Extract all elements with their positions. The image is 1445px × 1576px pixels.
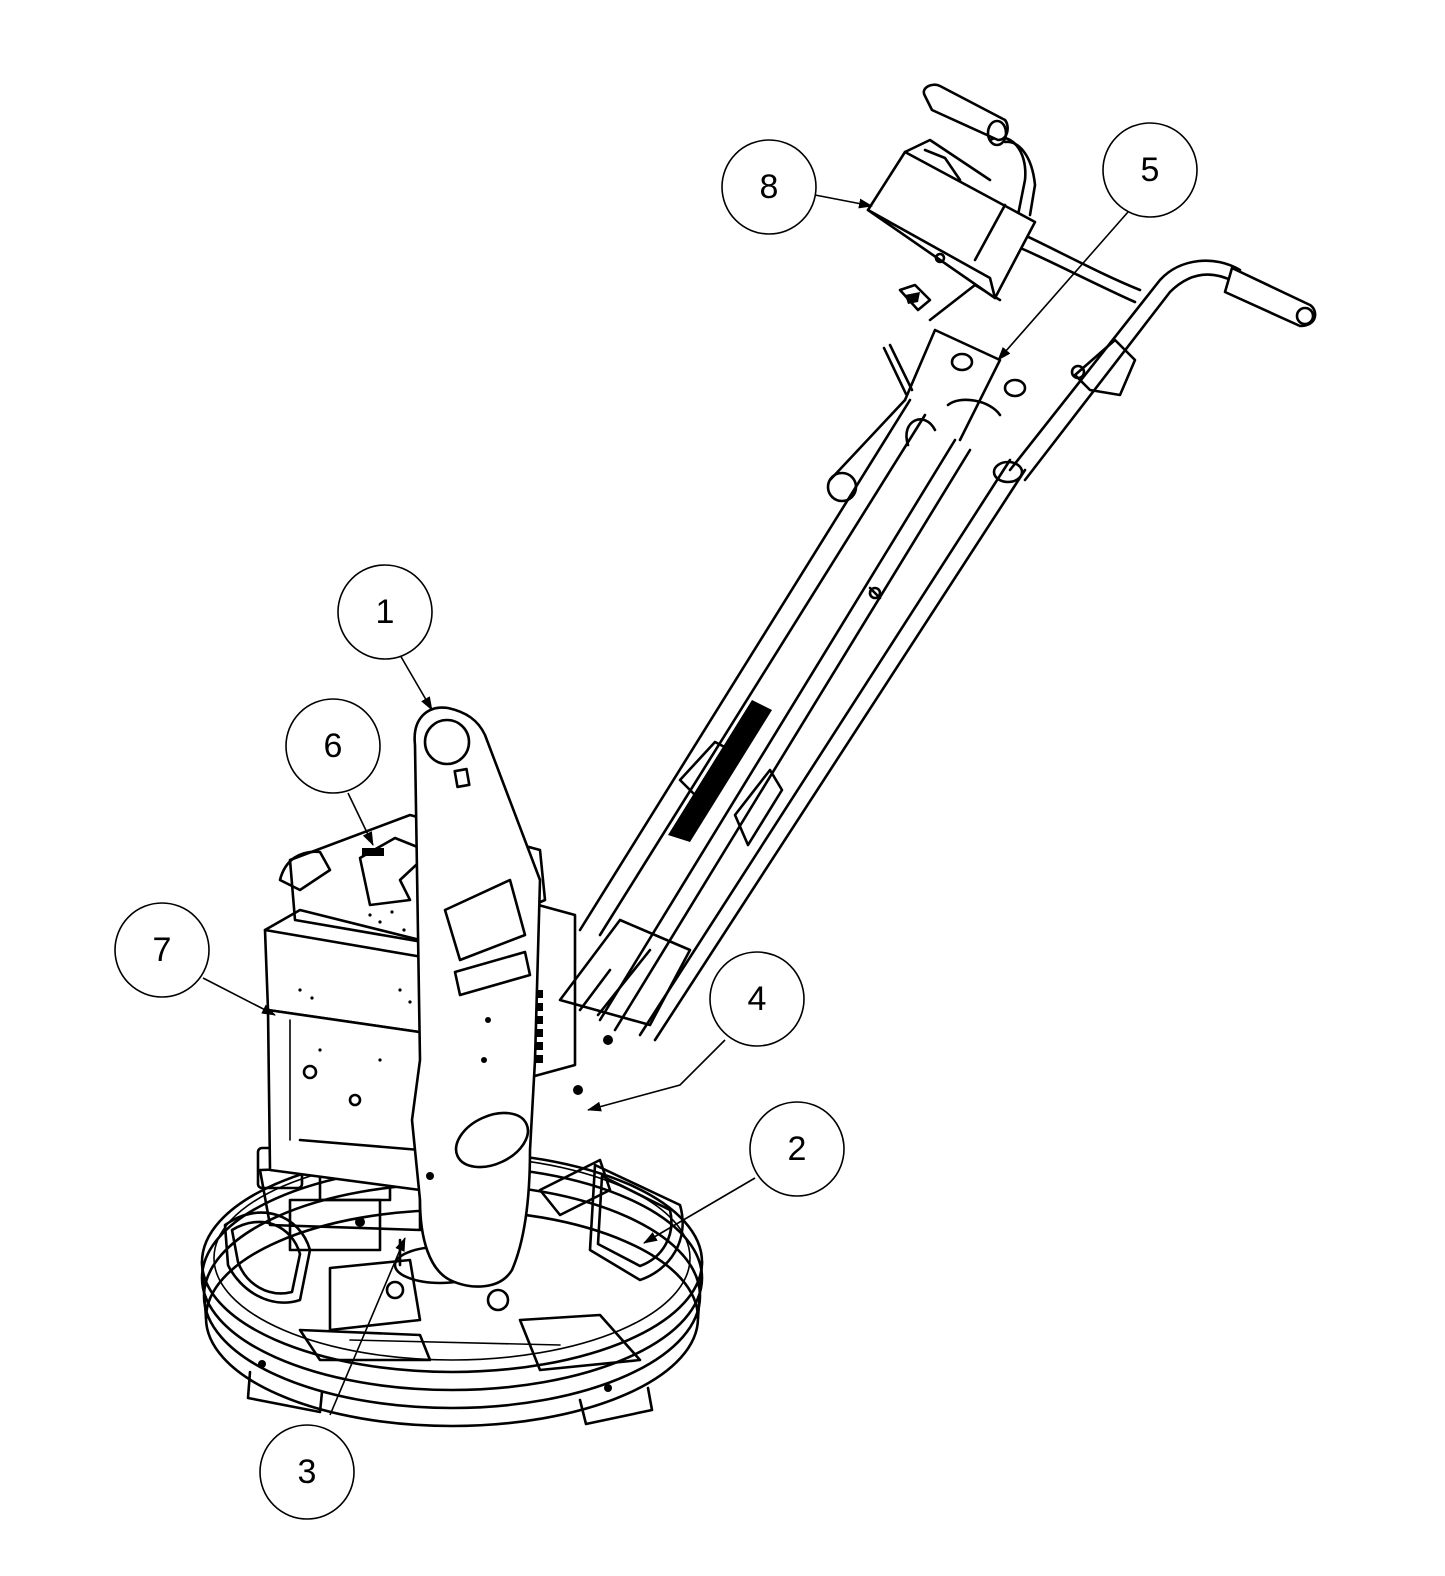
leader-line-3 (329, 1237, 406, 1416)
callout-4: 4 (709, 951, 805, 1047)
control-box (866, 138, 1037, 312)
callout-2: 2 (749, 1101, 845, 1197)
leader-line-4 (587, 1039, 726, 1112)
callout-8: 8 (721, 139, 817, 235)
handle-tubes (558, 398, 1027, 1042)
callout-1-label: 1 (376, 593, 395, 631)
leader-line-8 (814, 194, 873, 209)
callout-4-label: 4 (748, 980, 767, 1018)
callout-3: 3 (259, 1424, 355, 1520)
callout-6-label: 6 (324, 727, 343, 765)
callout-6: 6 (285, 698, 381, 794)
machine-illustration (200, 83, 1317, 1428)
leader-line-2 (643, 1177, 756, 1244)
leader-line-7 (202, 977, 276, 1016)
callout-2-label: 2 (788, 1130, 807, 1168)
callout-7: 7 (114, 902, 210, 998)
leader-line-6 (347, 792, 374, 846)
lifting-arm (410, 706, 613, 1288)
callout-7-label: 7 (153, 931, 172, 969)
leader-line-1 (399, 654, 433, 711)
callout-3-label: 3 (298, 1453, 317, 1491)
engine-texture-dots (298, 910, 412, 1062)
callout-8-label: 8 (760, 168, 779, 206)
callout-5-label: 5 (1141, 151, 1160, 189)
callout-5: 5 (1102, 122, 1198, 218)
leader-line-5 (997, 211, 1129, 361)
callouts: 1 2 3 4 5 6 7 (114, 122, 1198, 1520)
trowel-blades (223, 1158, 684, 1372)
handle-assembly (826, 83, 1317, 503)
callout-1: 1 (337, 564, 433, 660)
